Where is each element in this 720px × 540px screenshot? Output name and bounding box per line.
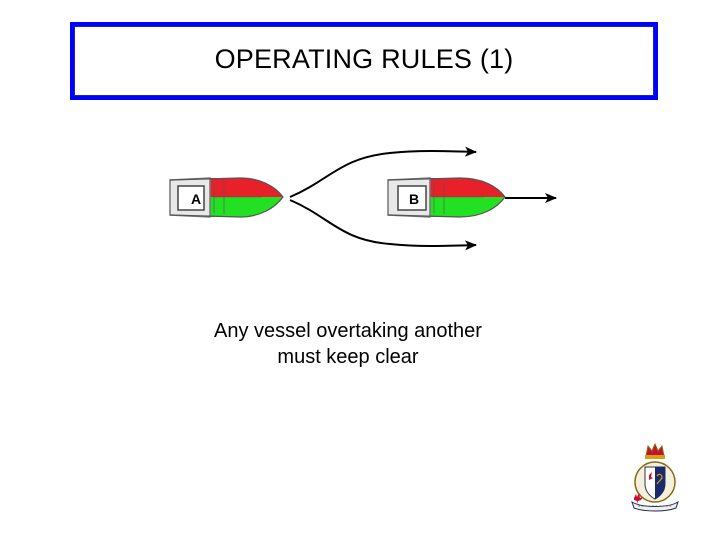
boat-b: B	[387, 177, 506, 218]
boat-a-port-side	[208, 178, 283, 197]
boat-a-cockpit	[177, 185, 205, 211]
boat-a-hull-outline	[169, 177, 284, 218]
boat-b-hull-outline	[387, 177, 506, 218]
caption-line-2: must keep clear	[277, 346, 419, 368]
boat-b-label: B	[409, 191, 419, 207]
boat-a: A	[169, 177, 284, 218]
rule-caption: Any vessel overtaking another must keep …	[148, 318, 548, 370]
boat-b-cockpit	[397, 185, 427, 211]
boat-a-deck-lines	[212, 181, 262, 214]
boat-a-label: A	[191, 191, 201, 207]
page-title: OPERATING RULES (1)	[214, 43, 514, 74]
boat-b-port-side	[428, 178, 505, 197]
title-box: OPERATING RULES (1)	[70, 22, 658, 100]
boat-a-starboard-side	[208, 197, 283, 217]
boat-b-deck-lines	[432, 181, 484, 214]
coast-guard-auxiliary-crest-icon	[631, 442, 679, 512]
caption-line-1: Any vessel overtaking another	[214, 320, 482, 342]
boat-b-starboard-side	[428, 197, 505, 217]
upper-course-line	[289, 146, 477, 198]
lower-course-line	[289, 199, 477, 251]
